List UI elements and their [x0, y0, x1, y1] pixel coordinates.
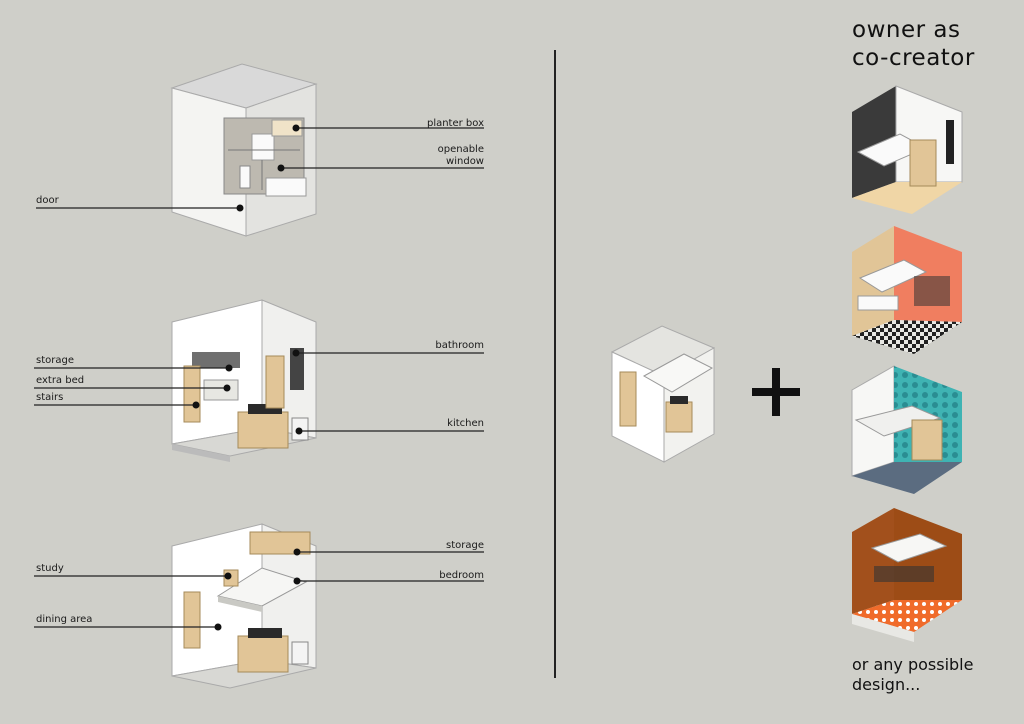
- label-openable: openable: [437, 144, 484, 155]
- label-stairs: stairs: [36, 392, 64, 403]
- label-window: window: [446, 156, 484, 167]
- unit-exterior-model: [170, 63, 318, 237]
- label-planter-box: planter box: [426, 118, 484, 129]
- label-dining-area: dining area: [36, 614, 93, 625]
- label-study: study: [36, 563, 64, 574]
- plus-icon: [752, 366, 806, 420]
- label-extra-bed: extra bed: [36, 375, 85, 386]
- unit-interior-model: [171, 299, 317, 462]
- label-door: door: [36, 195, 59, 206]
- footer-line-2: design...: [852, 675, 921, 694]
- heading-line-2: co-creator: [852, 45, 975, 71]
- footer-line-1: or any possible: [852, 655, 974, 674]
- label-bathroom: bathroom: [435, 340, 484, 351]
- label-storage-upper: storage: [446, 540, 484, 551]
- variant-model-1: [852, 85, 963, 214]
- unit-bedroom-model: [171, 523, 317, 689]
- label-kitchen: kitchen: [447, 418, 484, 429]
- footer-note: or any possible design...: [852, 655, 973, 695]
- heading-line-1: owner as: [852, 17, 961, 43]
- heading: owner as co-creator: [852, 16, 975, 72]
- variant-model-3: [851, 365, 962, 494]
- label-storage: storage: [36, 355, 74, 366]
- label-bedroom: bedroom: [439, 570, 484, 581]
- base-unit-model: [610, 325, 716, 463]
- variant-model-4: [852, 508, 962, 642]
- variant-model-2: [852, 226, 962, 354]
